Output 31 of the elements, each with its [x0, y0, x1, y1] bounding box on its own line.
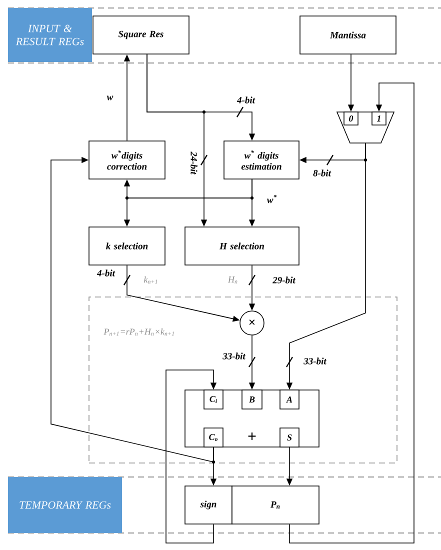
process-box: sign: [184, 486, 232, 524]
port-box: 1: [372, 112, 386, 126]
edge-label: 4-bit: [236, 96, 256, 104]
process-box: Mantissa: [300, 16, 396, 54]
edge-label: 33-bit: [303, 357, 327, 365]
edge-label: 4-bit: [96, 269, 116, 277]
port-box: C$_{o}$: [204, 428, 224, 448]
edge-label: w: [106, 95, 114, 101]
port-box: A: [280, 390, 300, 410]
signal-name: H$_{n}$: [228, 276, 238, 284]
edge-label: 29-bit: [272, 276, 296, 284]
process-box: Square Res: [92, 16, 190, 54]
edge-label: 24-bit: [190, 151, 198, 175]
signal-name: k$_{n+1}$: [144, 276, 158, 284]
edge-label: 33-bit: [222, 352, 246, 360]
edge-label: 8-bit: [312, 169, 332, 177]
arrow: [289, 82, 414, 544]
port-box: C$_{i}$: [204, 390, 224, 410]
register-group-band: INPUT & RESULT REGs: [8, 8, 92, 62]
port-box: S: [280, 428, 300, 448]
process-box: H selection: [184, 226, 300, 266]
process-box: k selection: [88, 226, 166, 266]
process-box: w$^{*}$ digits estimation: [224, 140, 300, 180]
arrow: [166, 370, 217, 544]
edge-label: w$^{*}$: [266, 194, 278, 204]
arrow: [50, 156, 214, 462]
process-box: P$_{n}$: [232, 486, 320, 524]
process-box: w$^{*}$digits correction: [88, 140, 166, 180]
register-group-band: TEMPORARY REGs: [8, 477, 122, 533]
port-box: 0: [344, 112, 358, 126]
port-box: B: [242, 390, 262, 410]
